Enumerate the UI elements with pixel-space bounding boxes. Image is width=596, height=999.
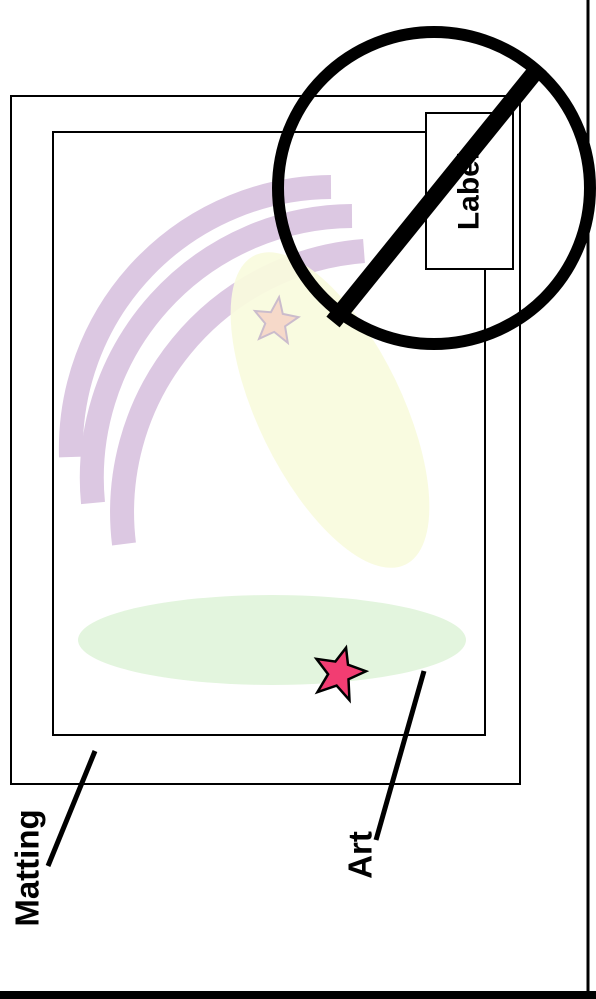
art-label: Art	[342, 831, 379, 879]
matting-label: Matting	[9, 809, 46, 926]
green-ellipse	[78, 595, 466, 685]
